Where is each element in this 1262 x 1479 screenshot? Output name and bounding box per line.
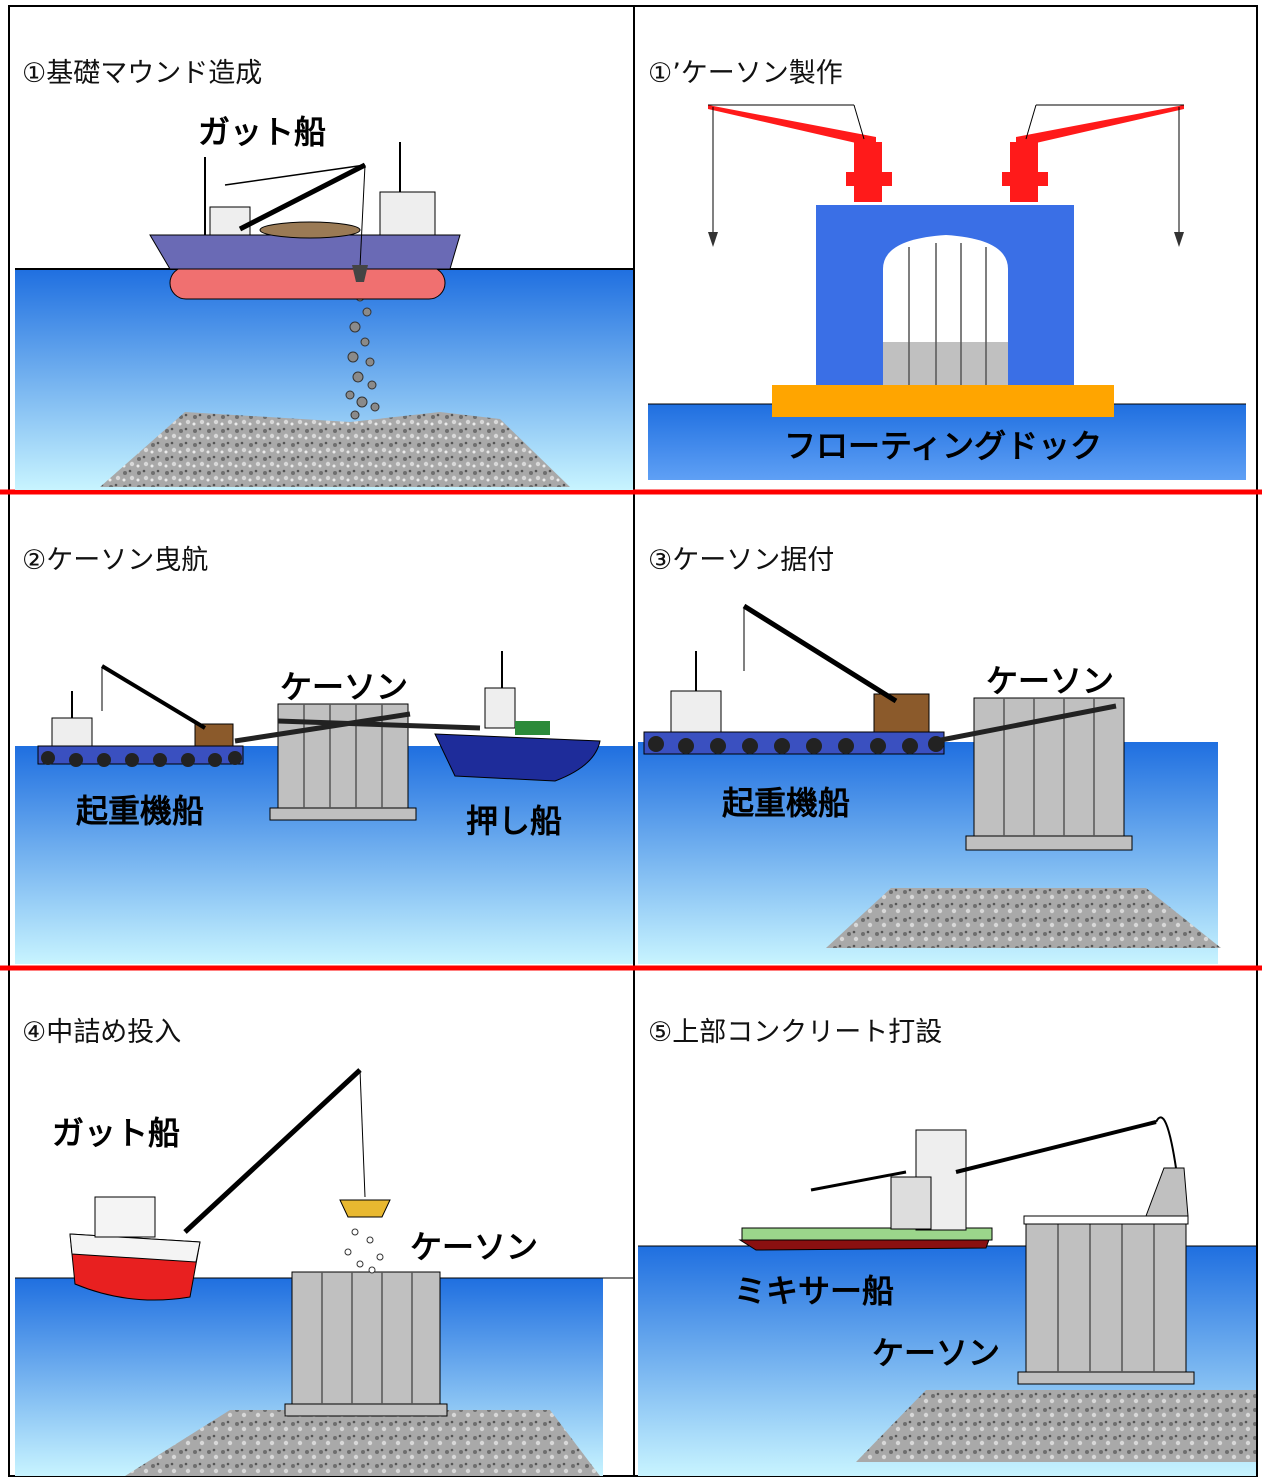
- floating-dock-label: フローティングドック: [784, 427, 1103, 465]
- panel-concrete-pouring: ⑤上部コンクリート打設 ミキサー船 ケーソン: [636, 972, 1256, 1476]
- floating-dock-deck: [772, 385, 1114, 417]
- rubble-mound: [826, 888, 1221, 948]
- right-crane: [1002, 104, 1184, 247]
- caisson: [1017, 1167, 1195, 1385]
- fabrication-scene: [648, 104, 1246, 480]
- gut-ship: [69, 1068, 391, 1301]
- crane-ship-label: 起重機船: [722, 784, 851, 822]
- crane-ship: [643, 603, 945, 755]
- caisson: [284, 1271, 448, 1417]
- pouring-scene: [638, 1116, 1256, 1476]
- panel-title: ⑤上部コンクリート打設: [648, 1017, 943, 1048]
- panel-mound-construction: ①基礎マウンド造成 ガット船: [10, 7, 633, 490]
- left-crane: [708, 104, 892, 247]
- falling-fill: [344, 1228, 384, 1274]
- rubble-mound: [856, 1390, 1256, 1462]
- mixer-ship-label: ミキサー船: [734, 1272, 895, 1310]
- pusher-boat: [434, 651, 601, 782]
- towing-scene: [15, 651, 633, 964]
- panel-title: ①’ケーソン製作: [648, 58, 843, 89]
- mixer-ship: [738, 1116, 1177, 1251]
- caisson-label: ケーソン: [986, 662, 1115, 700]
- mound-scene: [15, 142, 633, 490]
- panel-caisson-towing: ②ケーソン曳航 ケーソン 起重機船 押し船: [10, 496, 633, 964]
- caisson-label: ケーソン: [280, 668, 409, 706]
- panel-title: ③ケーソン据付: [648, 545, 835, 576]
- panel-title: ②ケーソン曳航: [22, 545, 209, 576]
- crane-ship: [37, 664, 244, 767]
- caisson-label: ケーソン: [872, 1334, 1001, 1372]
- panel-title: ④中詰め投入: [22, 1017, 182, 1048]
- installation-scene: [638, 603, 1221, 964]
- gut-ship-label: ガット船: [52, 1114, 181, 1152]
- panel-filling: ④中詰め投入 ガット船 ケーソン: [10, 972, 633, 1476]
- panel-title: ①基礎マウンド造成: [22, 58, 263, 89]
- crane-ship-label: 起重機船: [76, 792, 205, 830]
- pusher-label: 押し船: [466, 802, 563, 840]
- caisson: [965, 697, 1133, 851]
- panel-caisson-installation: ③ケーソン据付 ケーソン 起重機船: [636, 496, 1256, 964]
- filling-scene: [15, 1068, 633, 1476]
- rubble-mound: [125, 1410, 600, 1476]
- panel-caisson-fabrication: ①’ケーソン製作 フローティングドック: [636, 7, 1256, 490]
- caisson-label: ケーソン: [410, 1228, 539, 1266]
- rubble-mound: [100, 412, 570, 487]
- gut-ship: [149, 142, 461, 300]
- gut-ship-label: ガット船: [198, 113, 327, 151]
